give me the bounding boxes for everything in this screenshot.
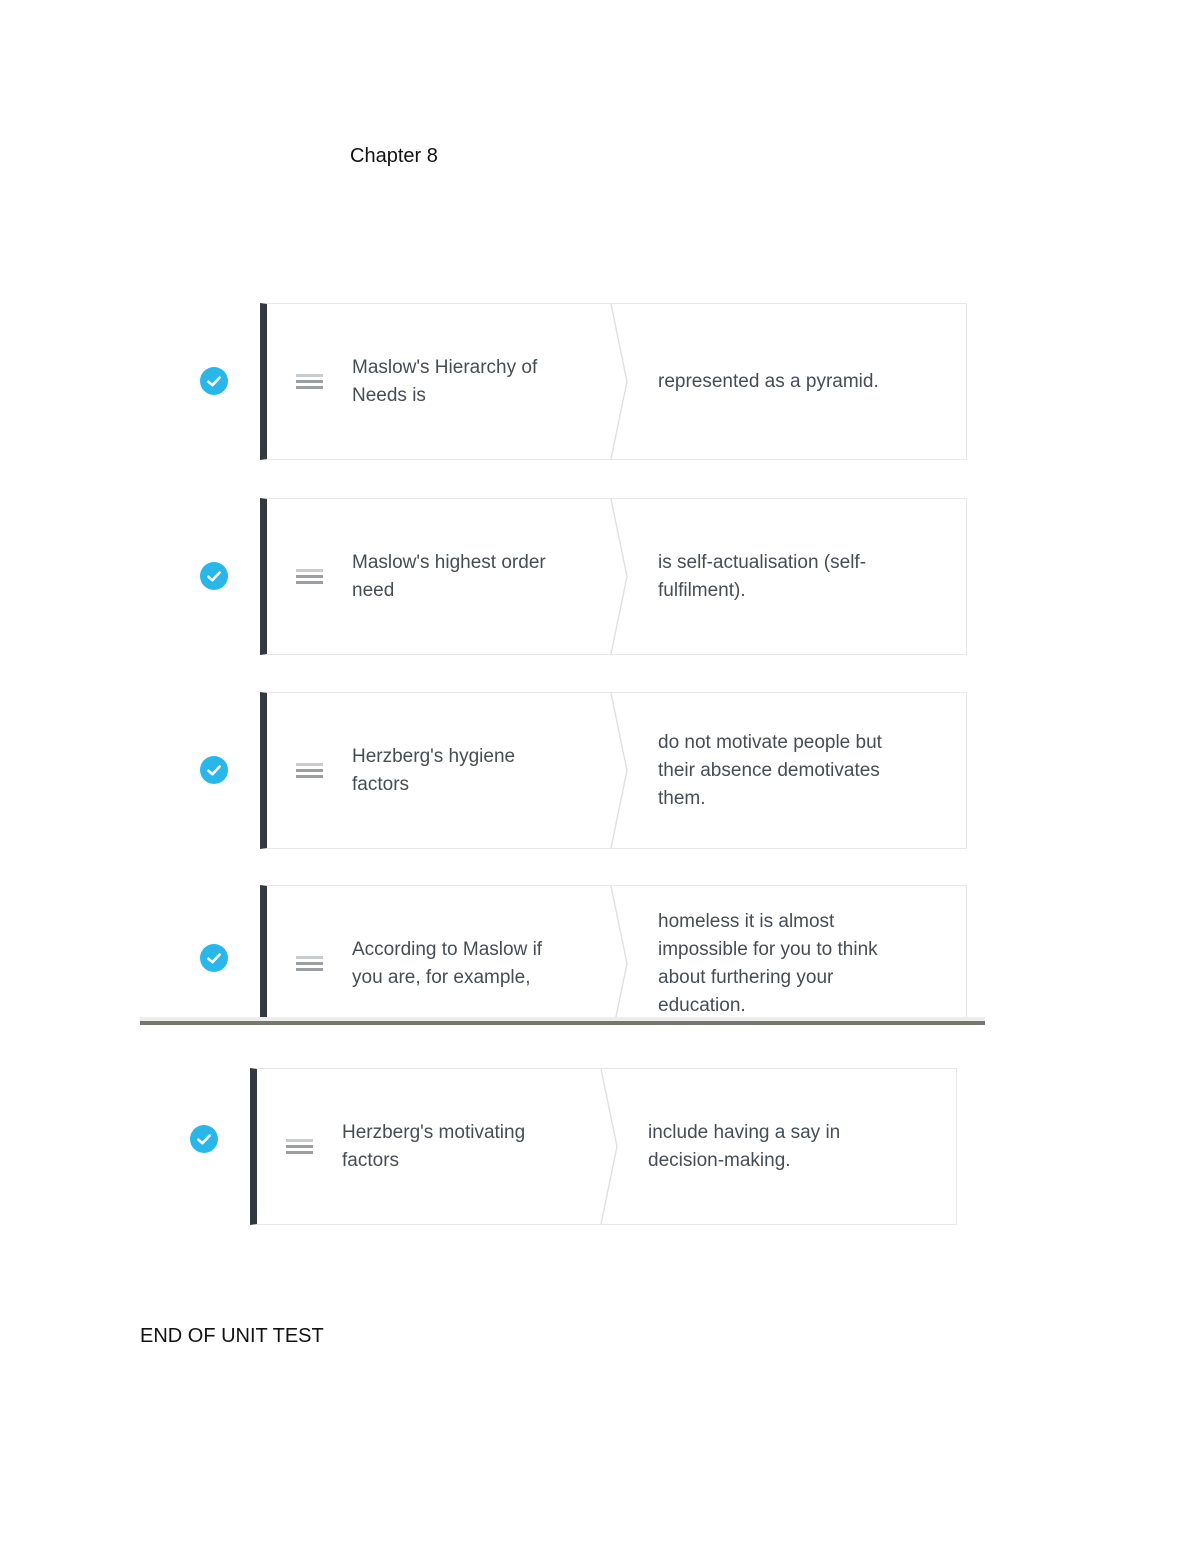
chevron-divider-icon [604,304,651,459]
match-row: Herzberg's hygiene factors do not motiva… [0,692,1050,849]
check-icon [200,756,228,784]
chevron-divider-icon [594,1069,641,1224]
match-card[interactable]: Herzberg's hygiene factors do not motiva… [260,692,967,849]
chevron-divider-icon [604,499,651,654]
check-icon [200,367,228,395]
chevron-divider-icon [604,886,651,1018]
check-icon [200,944,228,972]
match-answer: homeless it is almost impossible for you… [658,910,878,1016]
match-prompt: Herzberg's motivating factors [342,1121,526,1171]
match-row: Maslow's highest order need is self-actu… [0,498,1050,655]
chevron-divider-icon [604,693,651,848]
match-row: Herzberg's motivating factors include ha… [0,1068,1050,1225]
match-answer: is self-actualisation (self-fulfilment). [658,551,867,601]
match-card[interactable]: According to Maslow if you are, for exam… [260,885,967,1018]
check-icon [200,562,228,590]
check-icon [190,1125,218,1153]
match-row: Maslow's Hierarchy of Needs is represent… [0,303,1050,460]
match-card[interactable]: Maslow's highest order need is self-actu… [260,498,967,655]
match-card[interactable]: Maslow's Hierarchy of Needs is represent… [260,303,967,460]
match-prompt: Maslow's Hierarchy of Needs is [352,356,538,406]
drag-handle-icon[interactable] [267,886,352,1018]
drag-handle-icon[interactable] [257,1069,342,1224]
drag-handle-icon[interactable] [267,693,352,848]
end-of-unit-heading: END OF UNIT TEST [140,1325,324,1347]
drag-handle-icon[interactable] [267,499,352,654]
match-answer: include having a say in decision-making. [648,1121,841,1171]
match-row: According to Maslow if you are, for exam… [0,885,1050,1018]
match-prompt: Herzberg's hygiene factors [352,745,516,795]
match-prompt: According to Maslow if you are, for exam… [352,938,543,988]
match-prompt: Maslow's highest order need [352,551,546,601]
match-card[interactable]: Herzberg's motivating factors include ha… [250,1068,957,1225]
page-break-divider [140,1017,985,1026]
chapter-heading: Chapter 8 [350,145,438,167]
match-answer: do not motivate people but their absence… [658,731,882,809]
drag-handle-icon[interactable] [267,304,352,459]
match-answer: represented as a pyramid. [658,370,879,392]
